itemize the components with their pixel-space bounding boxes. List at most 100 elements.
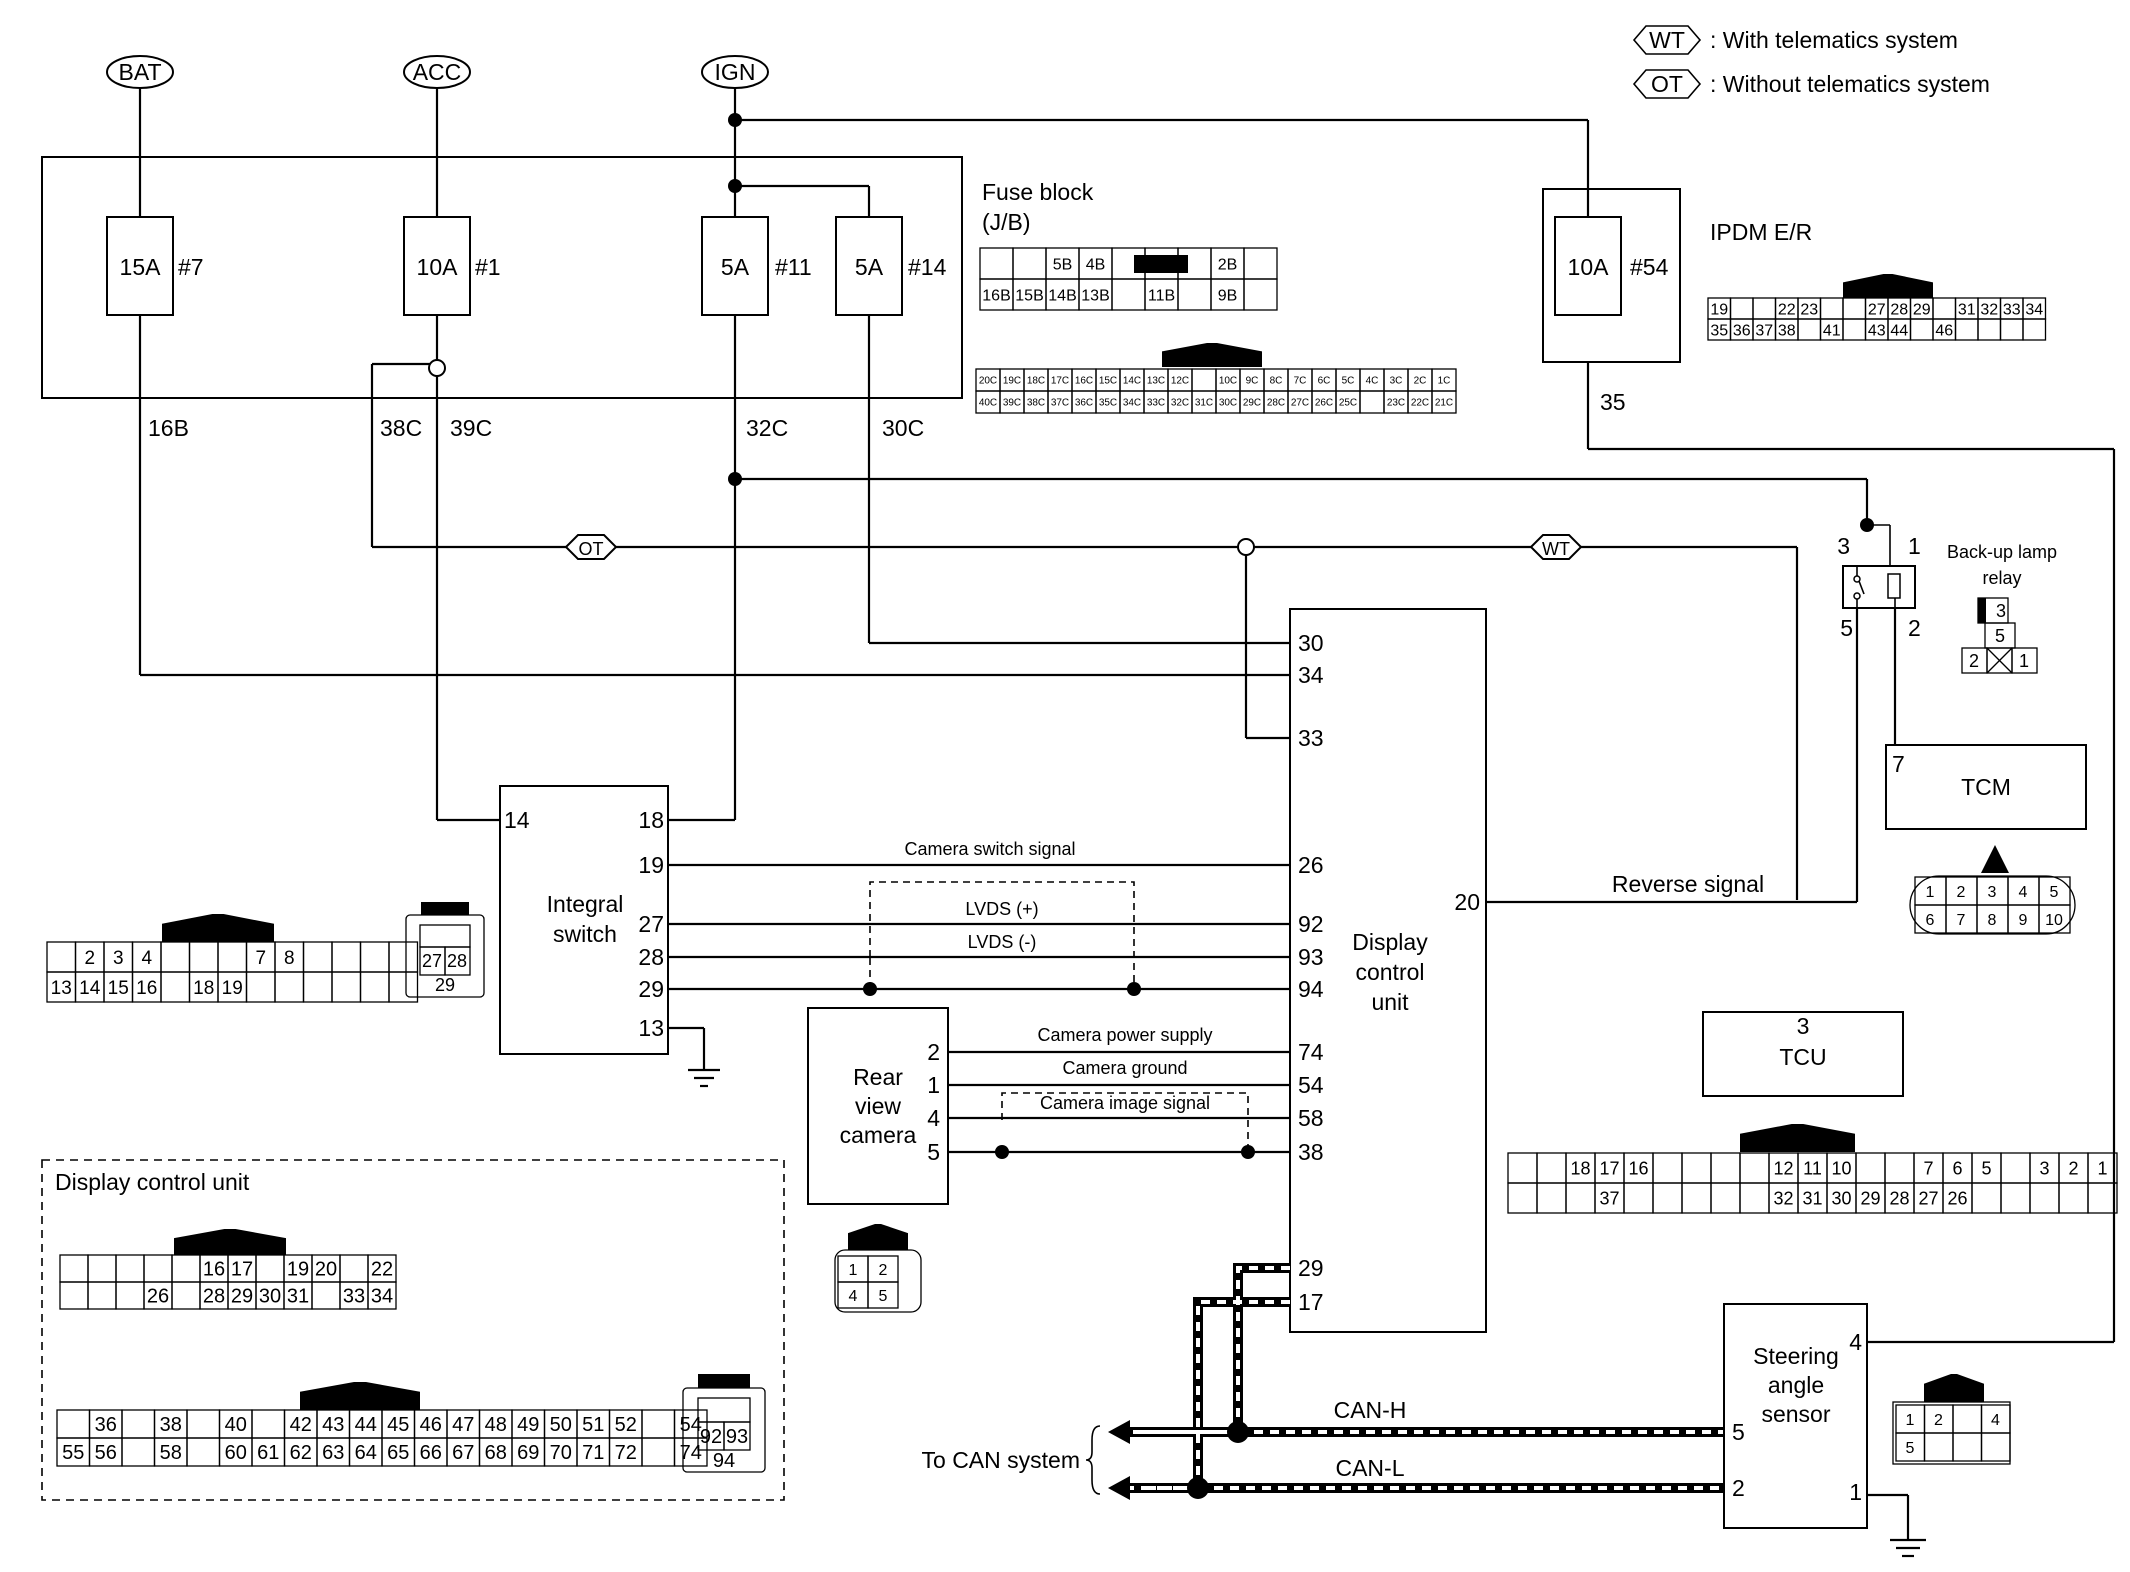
connector-pin: 5 [879,1288,888,1305]
connector-pin: 33 [2003,301,2021,318]
connector-pin: 3C [1390,376,1403,387]
fuse-14-amp: 5A [855,254,884,280]
connector-pin: 2 [1934,1412,1943,1429]
dcu-pin-34: 34 [1298,662,1324,688]
connector-pin: 3 [1988,884,1997,901]
reverse-signal-label: Reverse signal [1612,871,1764,897]
connector-pin: 28C [1267,398,1285,409]
connector-pin: 32 [1773,1188,1793,1208]
connector-key-icon [848,1224,908,1250]
relay-title: Back-up lamp [1947,542,2057,562]
connector-pin: 28 [447,951,467,971]
connector-pin: 36C [1075,398,1093,409]
connector-pin: 1 [849,1262,858,1279]
connector-pin: 30C [1219,398,1237,409]
wt-badge-text: WT [1542,539,1570,559]
tcm-key-icon [1981,845,2009,873]
rear-camera-title-2: view [855,1093,901,1119]
power-sources: BAT ACC IGN [106,55,769,89]
dcu-pin-58: 58 [1298,1105,1324,1131]
connector-pin: 13B [1081,287,1109,304]
connector-pin: 27 [1918,1188,1938,1208]
ot-legend-text: : Without telematics system [1710,71,1990,97]
connector-pin: 7C [1294,376,1307,387]
connector-pin: 94 [713,1450,735,1472]
connector-pin: 46 [420,1414,442,1436]
fuse-7-number: #7 [178,254,204,280]
fuse-11-amp: 5A [721,254,750,280]
tcu-pin-3: 3 [1797,1013,1810,1039]
connector-pin: 4B [1086,256,1106,273]
connector-pin: 4 [849,1288,858,1305]
ot-legend-badge [1632,69,1702,99]
connector-pin: 45 [387,1414,409,1436]
connector-pin: 20 [315,1259,337,1281]
connector-pin: 11 [1803,1158,1822,1178]
fuse-14 [835,216,903,316]
connector-pin: 66 [420,1442,442,1464]
connector-pin: 4 [1991,1412,2000,1429]
wire-label-30c: 30C [882,415,924,441]
connector-pin: 30 [1831,1188,1851,1208]
connector-pin: 34C [1123,398,1141,409]
connector-pin: 6C [1318,376,1331,387]
connector-pin: 47 [452,1414,474,1436]
connector-pin: 92 [700,1426,722,1448]
to-can-system-label: To CAN system [922,1447,1080,1473]
connector-key-icon [1162,343,1262,367]
connector-pin: 63 [322,1442,344,1464]
camera-image-signal-label: Camera image signal [1040,1093,1210,1113]
junctions [428,113,1874,1159]
connector-pin: 29 [1913,301,1931,318]
connector-pin: 25C [1339,398,1357,409]
connector-pin: 33C [1147,398,1165,409]
connector-pin: 29 [435,975,455,995]
fuse-14-number: #14 [908,254,947,280]
wire-label-16b: 16B [148,415,189,441]
steering-sensor-title-2: angle [1768,1372,1824,1398]
wire-label-32c: 32C [746,415,788,441]
connector-pin: 18 [193,978,214,999]
connector-pin: 3 [2039,1158,2049,1178]
connector-pin: 8 [1988,912,1997,929]
connector-pin: 10 [2045,912,2063,929]
connector-pin: 40 [225,1414,247,1436]
connector-pin: 44 [355,1414,377,1436]
fuse-11 [701,216,769,316]
relay-conn-2: 2 [1969,651,1979,671]
connector-pin: 26 [1947,1188,1967,1208]
tcm-pin-7: 7 [1892,751,1905,777]
fuse-block: 15A #7 10A #1 5A #11 5A #14 16B 38C 39C … [41,156,1457,441]
connector-pin: 38 [160,1414,182,1436]
camera-pin-5: 5 [927,1139,940,1165]
dcu-pin-92: 92 [1298,911,1324,937]
connector-pin: 5 [2050,884,2059,901]
fuse-block-title: Fuse block [982,179,1094,205]
connector-pin: 31 [1958,301,1976,318]
connector-pin: 2B [1218,256,1238,273]
wire-label-38c: 38C [380,415,422,441]
ot-badge [564,534,618,560]
dcu-pin-26: 26 [1298,852,1324,878]
connector-pin: 54 [680,1414,702,1436]
ipdm-frame [1542,188,1681,363]
connector-pin: 11B [1148,287,1175,304]
fuse-54-number: #54 [1630,254,1669,280]
connector-pin: 72 [615,1442,637,1464]
dcu-pin-17: 17 [1298,1289,1324,1315]
can-l-arrow-icon [1108,1476,1130,1500]
connector-pin: 10C [1219,376,1237,387]
sas-pin-1: 1 [1849,1479,1862,1505]
connector-pin: 28 [1890,301,1908,318]
connector-pin: 60 [225,1442,247,1464]
connector-pin: 32 [1980,301,1998,318]
connector-pin: 48 [485,1414,507,1436]
connector-pin: 38 [1778,322,1796,339]
can-l-label: CAN-L [1335,1455,1404,1481]
camera-power-supply-label: Camera power supply [1037,1025,1212,1045]
